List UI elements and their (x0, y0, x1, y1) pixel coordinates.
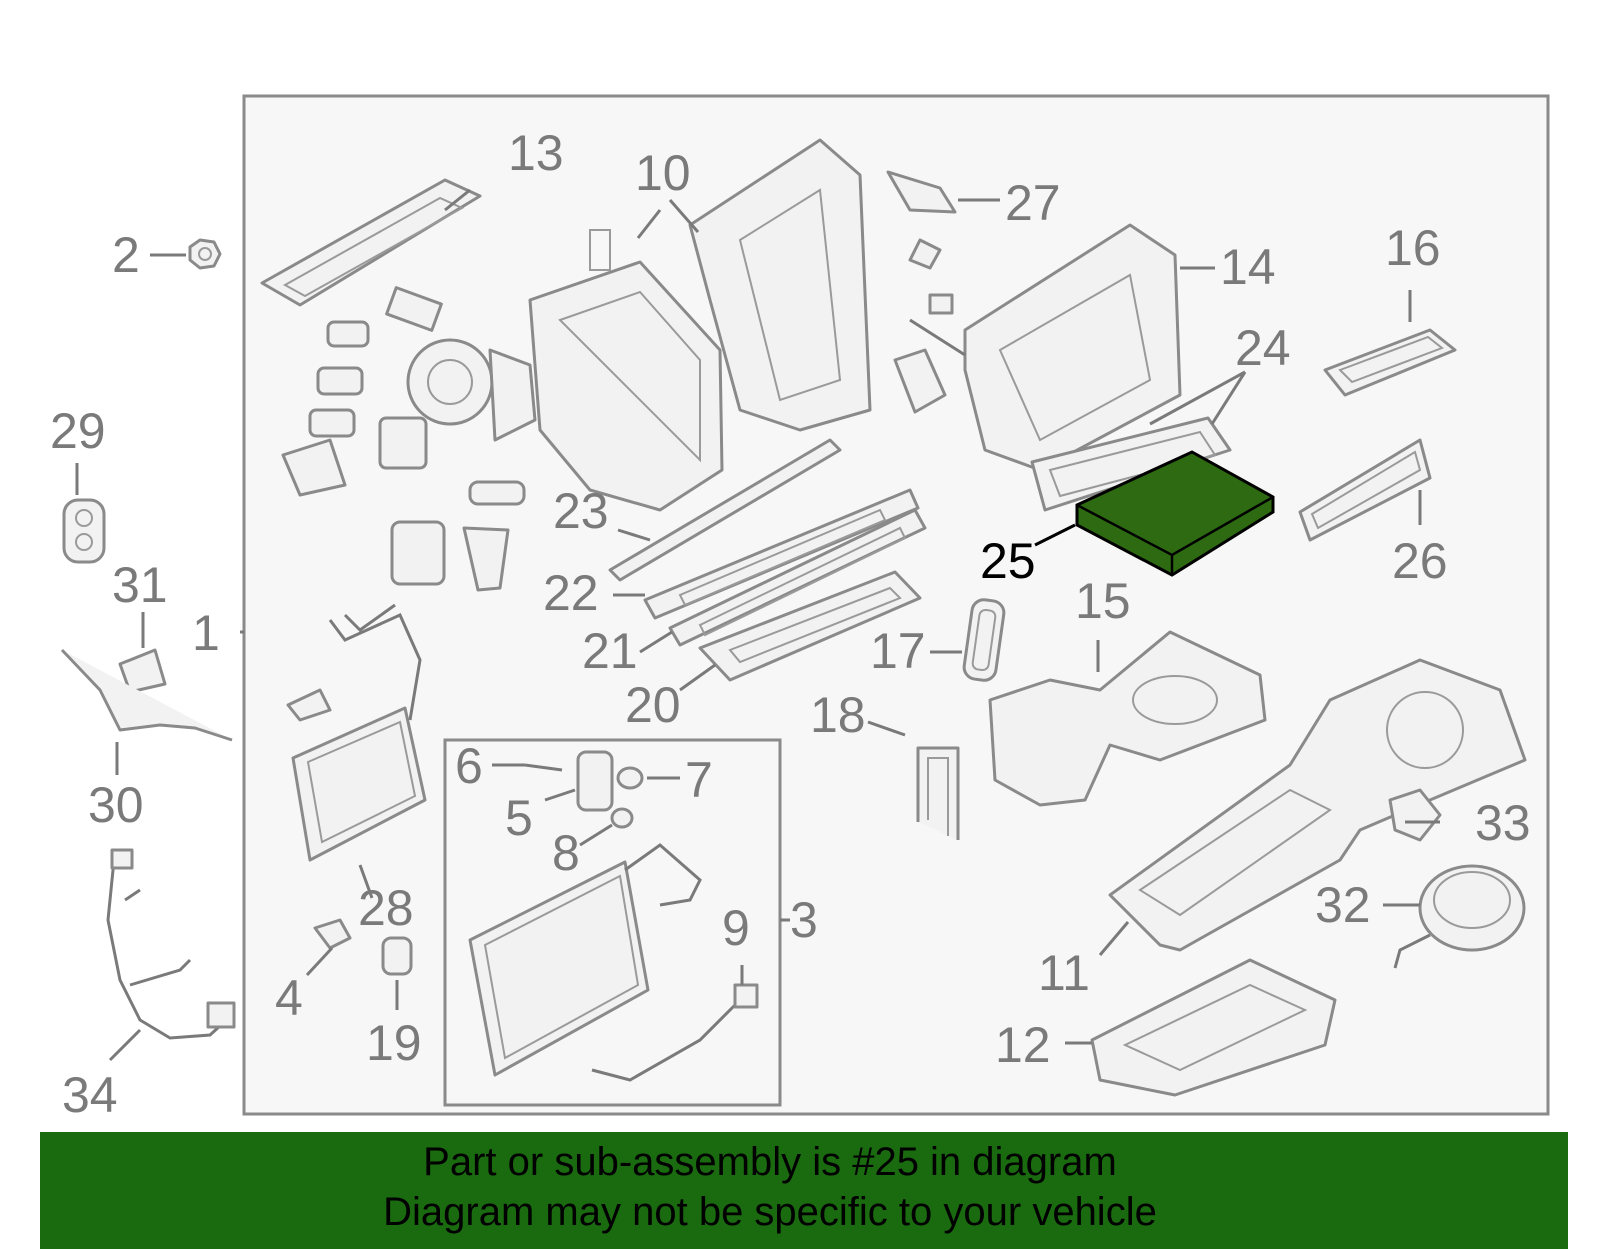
part-31-fitting (118, 648, 167, 694)
callout-22: 22 (543, 565, 599, 621)
callout-26: 26 (1392, 533, 1448, 589)
banner-line-disclaimer: Diagram may not be specific to your vehi… (383, 1190, 1157, 1234)
part-22-duct (643, 488, 920, 620)
callout-28: 28 (358, 880, 414, 936)
callout-4: 4 (275, 970, 303, 1026)
part-evaporator-core (468, 843, 702, 1077)
part-4-clip (313, 918, 352, 950)
callout-12: 12 (995, 1017, 1051, 1073)
part-34-wire-harness (106, 848, 236, 1040)
callout-9: 9 (722, 900, 750, 956)
callout-23: 23 (553, 483, 609, 539)
part-30-drain-hose (60, 648, 233, 742)
callout-27: 27 (1005, 175, 1061, 231)
callout-18: 18 (810, 687, 866, 743)
callout-2: 2 (112, 227, 140, 283)
part-16-frame (1323, 328, 1457, 397)
callout-33: 33 (1475, 795, 1531, 851)
callout-30: 30 (88, 777, 144, 833)
part-19-clip (381, 936, 413, 976)
part-26-strip (1298, 438, 1432, 542)
callout-20: 20 (625, 677, 681, 733)
part-2-nut (188, 238, 222, 270)
part-29-grommet (62, 498, 106, 564)
callout-11: 11 (1038, 945, 1090, 1001)
part-5-valve (576, 750, 614, 812)
callout-6: 6 (455, 738, 483, 794)
part-9-sensor (591, 983, 759, 1082)
callout-3: 3 (790, 892, 818, 948)
callout-7: 7 (685, 752, 713, 808)
part-7-oring (616, 766, 644, 790)
callout-13: 13 (508, 125, 564, 181)
part-24-filter-cover (1030, 416, 1232, 512)
part-13-duct-plate (260, 178, 482, 307)
leader-line-25 (1034, 523, 1076, 547)
callout-8: 8 (552, 825, 580, 881)
part-27-clip (886, 170, 957, 315)
part-15-lower-housing (988, 630, 1267, 807)
callout-14: 14 (1220, 239, 1276, 295)
leader-lines (75, 188, 1440, 1062)
part-8-oring (610, 807, 634, 829)
part-28-heater-core (286, 603, 427, 862)
part-6-screw (524, 763, 563, 772)
callout-31: 31 (112, 557, 168, 613)
part-10-housing-center (688, 138, 872, 432)
info-banner: Part or sub-assembly is #25 in diagram D… (40, 1132, 1568, 1249)
part-18-bracket (916, 746, 960, 840)
part-21-duct (668, 508, 927, 647)
part-11-blower-housing (1108, 658, 1527, 952)
part-actuator-cluster (281, 286, 537, 592)
callout-17: 17 (870, 623, 926, 679)
callout-21: 21 (582, 623, 638, 679)
part-23-rail (608, 438, 842, 582)
part-10-housing-left (528, 229, 724, 512)
part-20-tray (698, 570, 922, 682)
callout-1: 1 (192, 605, 220, 661)
callout-25: 25 (980, 533, 1036, 589)
callout-labels: 1 2 3 4 5 6 7 8 9 10 11 12 13 14 15 16 1… (50, 125, 1531, 1123)
callout-10: 10 (635, 145, 691, 201)
callout-24: 24 (1235, 320, 1291, 376)
part-14-housing-right (893, 223, 1182, 472)
part-17-gasket (962, 598, 1006, 682)
banner-line-part: Part or sub-assembly is #25 in diagram (423, 1140, 1117, 1184)
part-25-cabin-filter (1075, 450, 1275, 577)
part-12-lower-tray (1090, 958, 1337, 1097)
callout-34: 34 (62, 1067, 118, 1123)
callout-19: 19 (366, 1015, 422, 1071)
part-33-resistor (1388, 788, 1442, 842)
callout-16: 16 (1385, 220, 1441, 276)
callout-15: 15 (1075, 573, 1131, 629)
callout-5: 5 (505, 790, 533, 846)
callout-32: 32 (1315, 877, 1371, 933)
callout-29: 29 (50, 403, 106, 459)
part-32-blower-motor (1393, 864, 1526, 969)
